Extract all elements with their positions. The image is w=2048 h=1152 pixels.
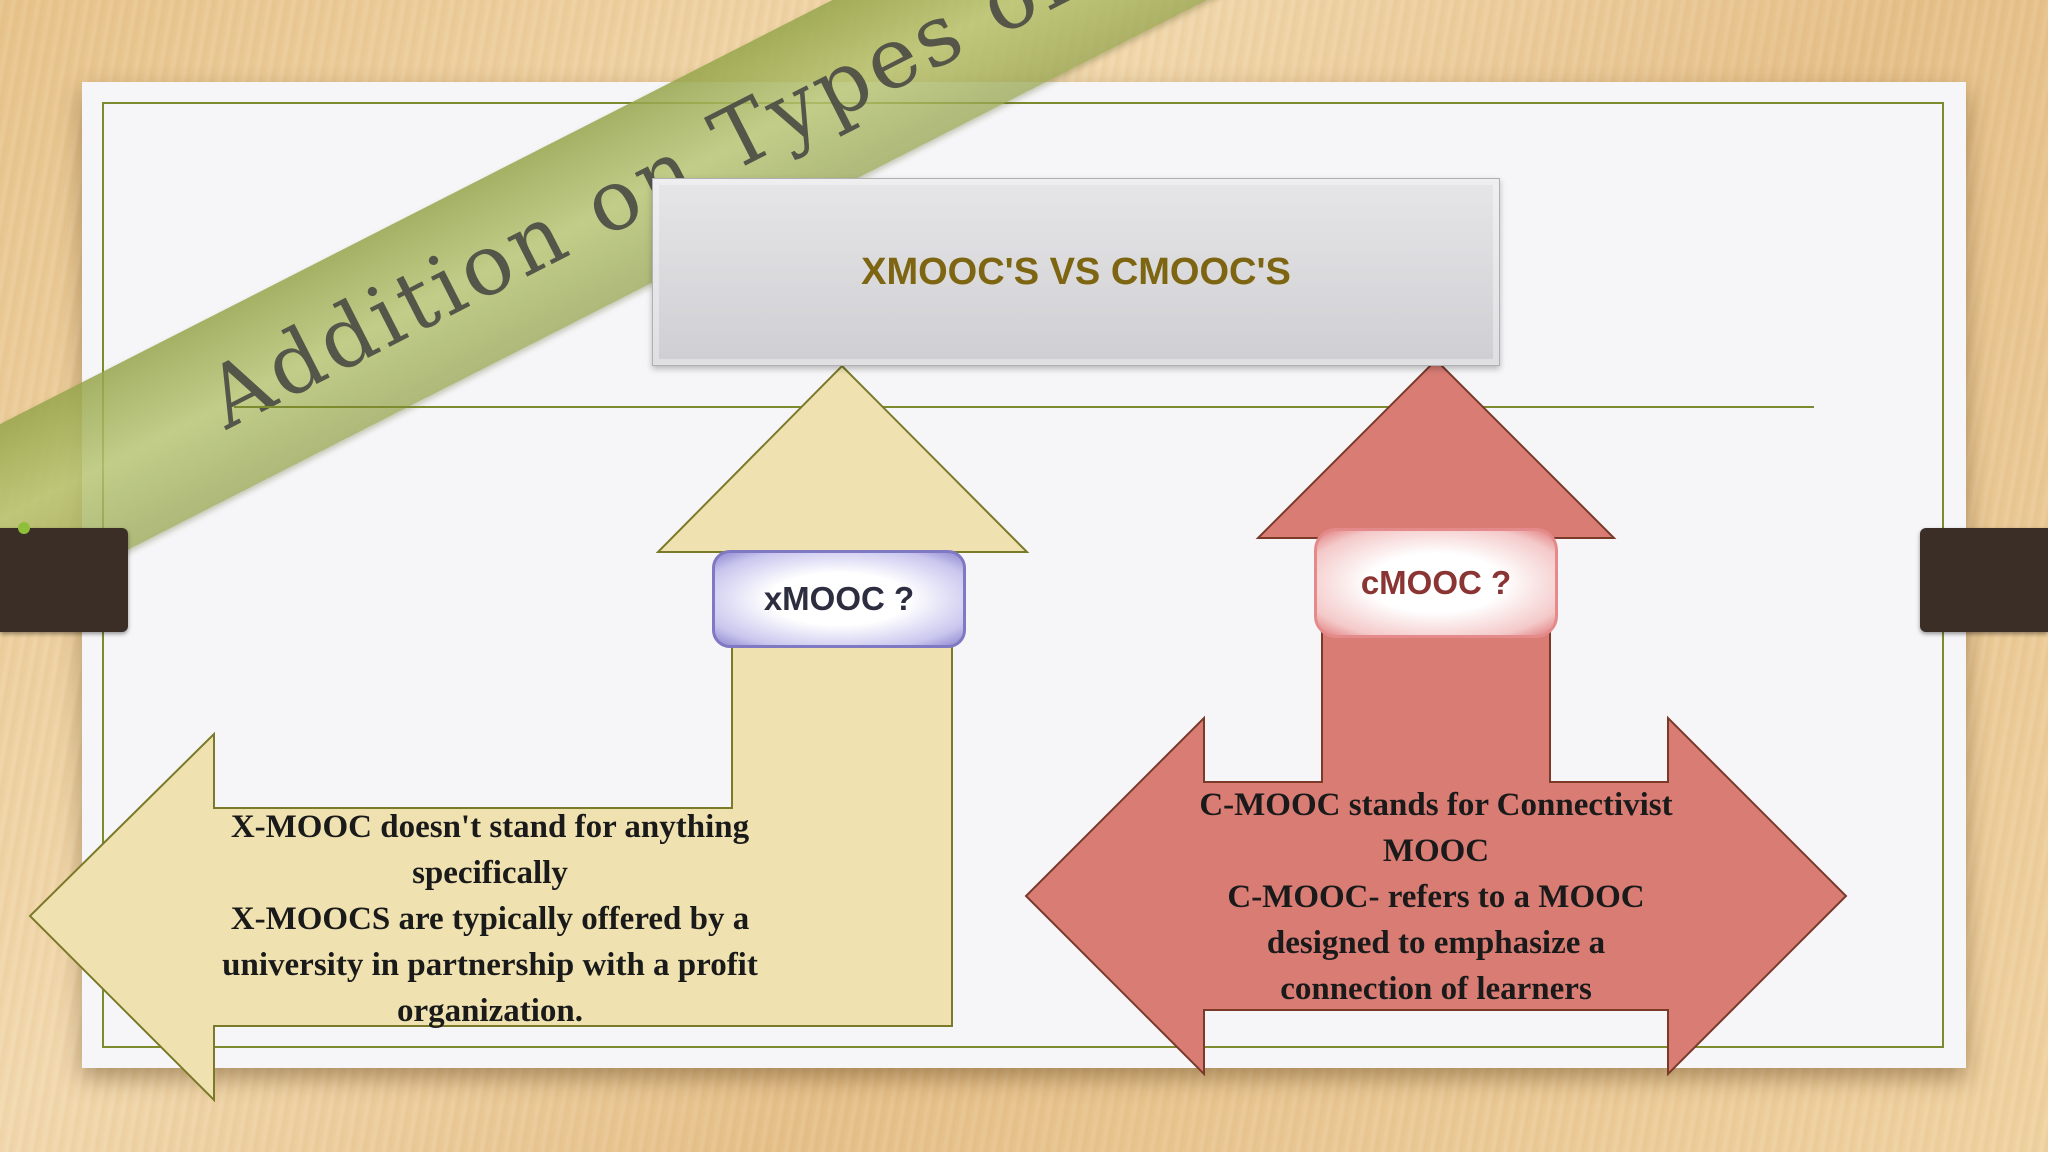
xmooc-description: X-MOOC doesn't stand for anything specif… [222,809,758,1029]
clip-dot [18,522,30,534]
title-box: XMOOC'S VS CMOOC'S [652,178,1500,366]
slide-title: XMOOC'S VS CMOOC'S [861,250,1291,293]
cmooc-label-button: cMOOC ? [1314,528,1558,638]
cmooc-arrow [1024,358,1848,1077]
left-clip [0,528,128,632]
divider-line [234,406,1814,408]
xmooc-label-button: xMOOC ? [712,550,966,648]
right-clip [1920,528,2048,632]
cmooc-description: C-MOOC stands for Connectivist MOOC C-MO… [1199,787,1673,1007]
